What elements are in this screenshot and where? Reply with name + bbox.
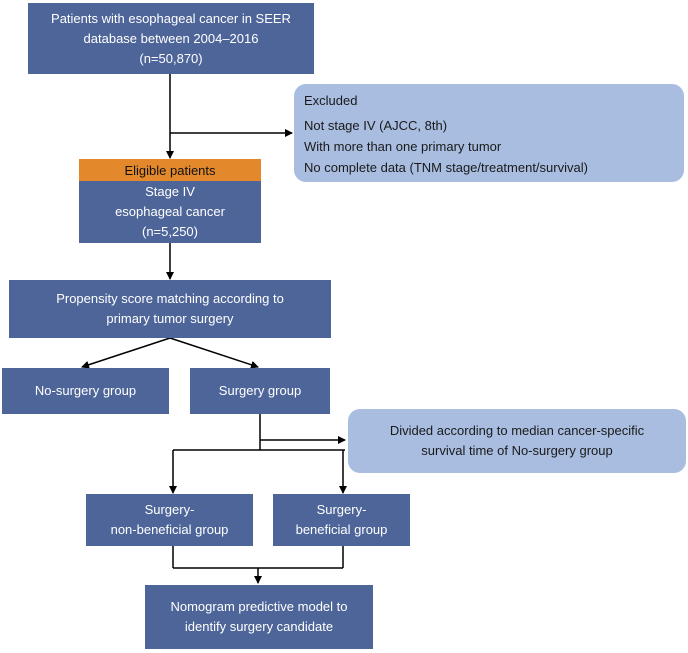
- surgery-group-box: Surgery group: [190, 368, 330, 414]
- box-line: primary tumor surgery: [106, 311, 234, 326]
- surgery-non-beneficial-box: Surgery- non-beneficial group: [86, 494, 253, 546]
- box-line: Nomogram predictive model to: [170, 599, 348, 614]
- divided-box: Divided according to median cancer-speci…: [348, 409, 686, 473]
- box-line: Surgery group: [218, 383, 302, 398]
- box-line: No-surgery group: [34, 383, 137, 398]
- excluded-title: Excluded: [304, 93, 358, 108]
- box-line: Propensity score matching according to: [56, 291, 284, 306]
- box-line: Stage IV: [145, 184, 195, 199]
- box-line: Divided according to median cancer-speci…: [389, 423, 645, 438]
- no-surgery-group-box: No-surgery group: [2, 368, 169, 414]
- excluded-item: With more than one primary tumor: [304, 139, 502, 154]
- arrow-psm-to-no-surgery: [81, 337, 171, 369]
- box-line: Surgery-: [316, 502, 367, 517]
- surgery-beneficial-box: Surgery- beneficial group: [273, 494, 410, 546]
- excluded-item: Not stage IV (AJCC, 8th): [304, 118, 448, 133]
- eligible-header: Eligible patients: [79, 159, 261, 181]
- box-line: survival time of No-surgery group: [421, 443, 613, 458]
- box-line: Patients with esophageal cancer in SEER: [51, 10, 291, 26]
- box-line: (n=50,870): [139, 50, 203, 66]
- box-line: identify surgery candidate: [184, 619, 334, 634]
- box-line: non-beneficial group: [110, 522, 229, 537]
- nomogram-box: Nomogram predictive model to identify su…: [145, 585, 373, 649]
- box-line: beneficial group: [295, 522, 388, 537]
- box-line: esophageal cancer: [115, 204, 225, 219]
- eligible-patients-box: Stage IV esophageal cancer (n=5,250): [79, 181, 261, 243]
- box-line: (n=5,250): [141, 224, 198, 239]
- box-line: database between 2004–2016: [83, 30, 259, 46]
- box-line: Surgery-: [144, 502, 195, 517]
- seer-patients-box: Patients with esophageal cancer in SEER …: [28, 3, 314, 74]
- excluded-box: Excluded Not stage IV (AJCC, 8th) With m…: [294, 84, 684, 182]
- excluded-item: No complete data (TNM stage/treatment/su…: [304, 160, 588, 175]
- arrow-psm-to-surgery: [169, 337, 259, 369]
- propensity-score-box: Propensity score matching according to p…: [9, 280, 331, 338]
